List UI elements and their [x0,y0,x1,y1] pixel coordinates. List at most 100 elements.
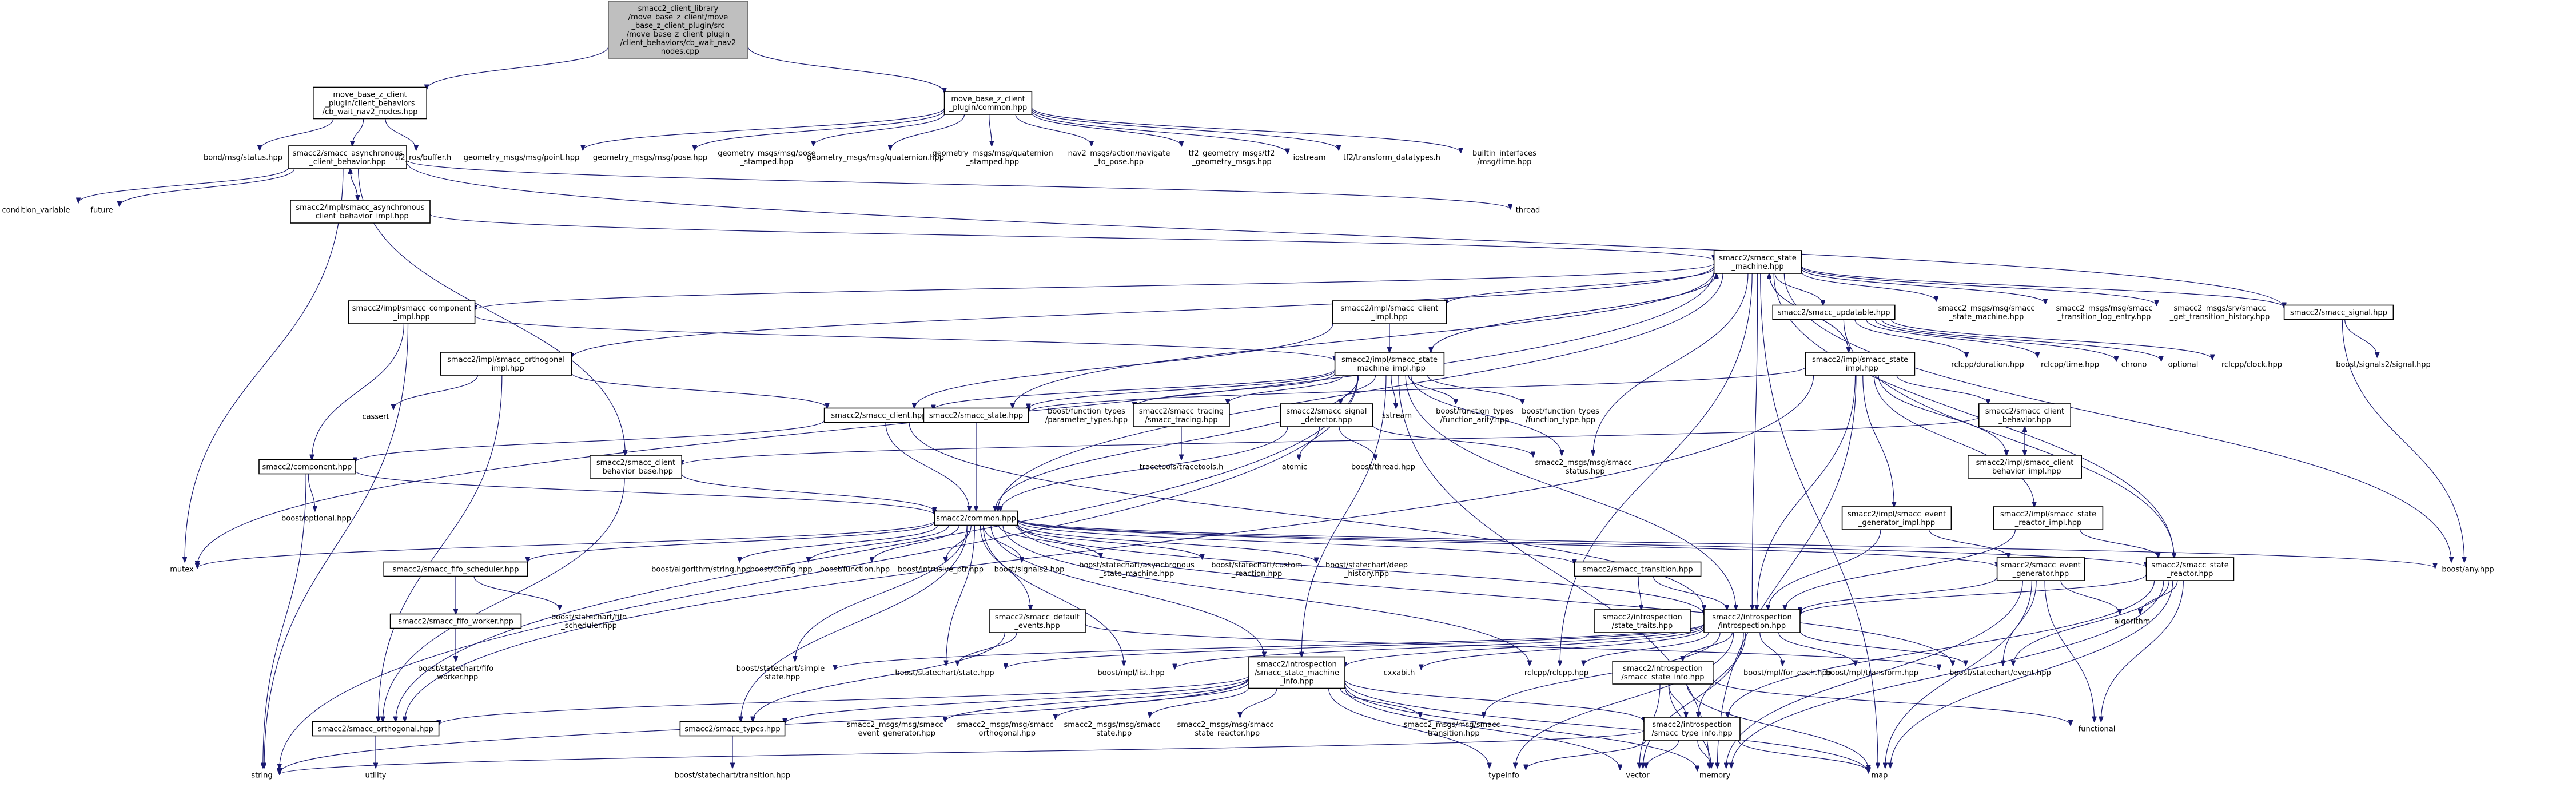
graph-node-transition[interactable]: smacc2/smacc_transition.hpp [1574,561,1702,577]
graph-node-component[interactable]: smacc2/component.hpp [258,459,356,475]
graph-node-compimpl[interactable]: smacc2/impl/smacc_component_impl.hpp [348,300,476,324]
graph-node-fifosched[interactable]: smacc2/smacc_fifo_scheduler.hpp [383,561,528,577]
edge-signal-to-boostsig2 [2344,319,2378,357]
graph-node-fifosch2: boost/statechart/fifo_scheduler.hpp [551,613,627,630]
graph-node-builtin: builtin_interfaces/msg/time.hpp [1472,149,1536,166]
graph-node-stateimpl[interactable]: smacc2/impl/smacc_state_impl.hpp [1805,352,1916,376]
node-label: smacc2_msgs/msg/smacc [1177,721,1273,729]
graph-node-asyncbimpl[interactable]: smacc2/impl/smacc_asynchronous_client_be… [290,200,431,224]
edge-asyncb-to-thread [406,160,1510,209]
graph-node-tracing[interactable]: smacc2/smacc_tracing/smacc_tracing.hpp [1133,403,1230,427]
node-box [1574,561,1702,577]
node-label: _impl.hpp [1371,313,1408,321]
node-box [1772,304,1896,320]
node-label: _behavior.hpp [1998,416,2051,424]
node-label: /client_behaviors/cb_wait_nav2 [620,39,736,47]
graph-node-string: string [251,772,272,780]
node-label: /function_type.hpp [1526,416,1595,424]
node-label: smacc2/introspection [1623,665,1702,673]
graph-node-statemachine[interactable]: smacc2/smacc_state_machine.hpp [1713,250,1802,274]
node-label: smacc2/smacc_types.hpp [684,725,780,734]
node-box [312,721,440,737]
edge-reactor-to-scevent [2013,580,2169,666]
graph-node-introspection[interactable]: smacc2/introspection/introspection.hpp [1703,609,1801,633]
edge-typeinfo-to-string [280,730,1645,774]
edge-common-to-deephist [1017,523,1317,562]
graph-node-evgen[interactable]: smacc2/smacc_event_generator.hpp [1996,557,2085,581]
node-label: boost/statechart/fifo [551,613,627,622]
node-label: atomic [1282,463,1307,472]
graph-node-reactor[interactable]: smacc2/smacc_state_reactor.hpp [2145,557,2235,581]
node-box [2145,557,2235,581]
graph-node-types[interactable]: smacc2/smacc_types.hpp [679,721,786,737]
node-label: smacc2/smacc_state [2151,561,2228,570]
graph-node-typeinfo[interactable]: smacc2/introspection/smacc_type_info.hpp [1643,717,1741,741]
graph-node-smimpl[interactable]: smacc2/impl/smacc_state_machine_impl.hpp [1334,352,1445,376]
node-label: sstream [1382,412,1412,420]
graph-node-smfinfo[interactable]: smacc2/introspection/smacc_state_machine… [1248,656,1345,689]
graph-node-client[interactable]: smacc2/smacc_client.hpp [823,407,934,423]
graph-node-updatable[interactable]: smacc2/smacc_updatable.hpp [1772,304,1896,320]
node-box [2283,304,2394,320]
graph-node-orthogonal[interactable]: smacc2/smacc_orthogonal.hpp [312,721,440,737]
graph-node-cbwait[interactable]: move_base_z_client_plugin/client_behavio… [312,86,427,120]
node-label: _to_pose.hpp [1094,158,1144,166]
node-label: boost/signals2/signal.hpp [2336,361,2431,369]
graph-node-vector: vector [1626,772,1650,780]
node-box [1612,661,1714,685]
edge-statemachine-to-signal [1801,265,2284,308]
graph-node-common[interactable]: smacc2/common.hpp [934,510,1018,526]
graph-node-msgevgen: smacc2_msgs/msg/smacc_event_generator.hp… [846,721,943,738]
graph-node-mbcommon[interactable]: move_base_z_client_plugin/common.hpp [943,91,1033,115]
edge-common-to-algstring [740,525,938,562]
node-label: _state_machine.hpp [1099,570,1174,578]
graph-node-clientbase[interactable]: smacc2/smacc_client_behavior_base.hpp [590,455,683,479]
node-label: iostream [1293,154,1325,162]
edge-orthoimpl-to-client [571,372,827,408]
edge-introspection-to-smfinfo [1345,626,1705,667]
graph-node-clientimpl[interactable]: smacc2/impl/smacc_client_impl.hpp [1332,300,1447,324]
node-label: move_base_z_client [951,95,1025,104]
node-box [1334,352,1445,376]
node-label: boost/statechart/state.hpp [895,669,994,678]
node-label: _nodes.cpp [656,47,699,56]
edge-updatable-to-rclclock [1890,319,2212,360]
graph-node-mpltransform: boost/mpl/transform.hpp [1826,669,1918,678]
graph-node-sigdet[interactable]: smacc2/smacc_signal_detector.hpp [1280,403,1373,427]
graph-node-asyncb[interactable]: smacc2/smacc_asynchronous_client_behavio… [288,145,407,169]
edge-sigdet-to-atomic [1299,426,1320,460]
node-label: cxxabi.h [1384,669,1415,678]
node-label: memory [1699,772,1731,780]
graph-node-algorithm: algorithm [2115,618,2151,626]
graph-node-clientbimpl[interactable]: smacc2/impl/smacc_client_behavior_impl.h… [1968,455,2083,479]
edge-statemachine-to-smaccstatus [1593,273,1749,455]
node-label: boost/algorithm/string.hpp [651,566,751,574]
node-box [348,300,476,324]
node-box [1968,455,2083,479]
node-label: /move_base_z_client/move [628,13,728,22]
edge-stateimpl-to-state [1029,367,1806,412]
graph-node-state[interactable]: smacc2/smacc_state.hpp [923,407,1029,423]
graph-node-root[interactable]: smacc2_client_library/move_base_z_client… [608,1,748,59]
graph-node-deephist: boost/statechart/deep_history.hpp [1325,561,1408,578]
graph-node-defevents[interactable]: smacc2/smacc_default_events.hpp [989,609,1086,633]
graph-node-statetraits[interactable]: smacc2/introspection/state_traits.hpp [1594,609,1691,633]
node-label: _get_transition_history.hpp [2169,313,2270,321]
graph-node-clientb[interactable]: smacc2/smacc_client_behavior.hpp [1978,403,2072,427]
graph-node-stinfo[interactable]: smacc2/introspection/smacc_state_info.hp… [1612,661,1714,685]
graph-node-evgenimpl[interactable]: smacc2/impl/smacc_event_generator_impl.h… [1841,506,1952,530]
graph-node-orthoimpl[interactable]: smacc2/impl/smacc_orthogonal_impl.hpp [440,352,572,376]
edge-root-to-mbcommon [747,46,945,93]
node-label: smacc2/impl/smacc_client [1976,459,2074,467]
node-box [389,613,522,629]
graph-node-reactorimpl[interactable]: smacc2/impl/smacc_state_reactor_impl.hpp [1993,506,2104,530]
node-label: smacc2/smacc_fifo_scheduler.hpp [392,566,519,574]
graph-node-fifoworker[interactable]: smacc2/smacc_fifo_worker.hpp [389,613,522,629]
graph-node-simplestate: boost/statechart/simple_state.hpp [736,665,825,682]
node-label: smacc2_msgs/msg/smacc [846,721,943,729]
edge-component-to-boostopt [308,474,315,511]
graph-node-smstatus: smacc2_msgs/msg/smacc_state_machine.hpp [1938,304,2034,321]
node-label: optional [2168,361,2199,369]
edge-reactor-to-memory [1731,580,2164,768]
graph-node-signal[interactable]: smacc2/smacc_signal.hpp [2283,304,2394,320]
